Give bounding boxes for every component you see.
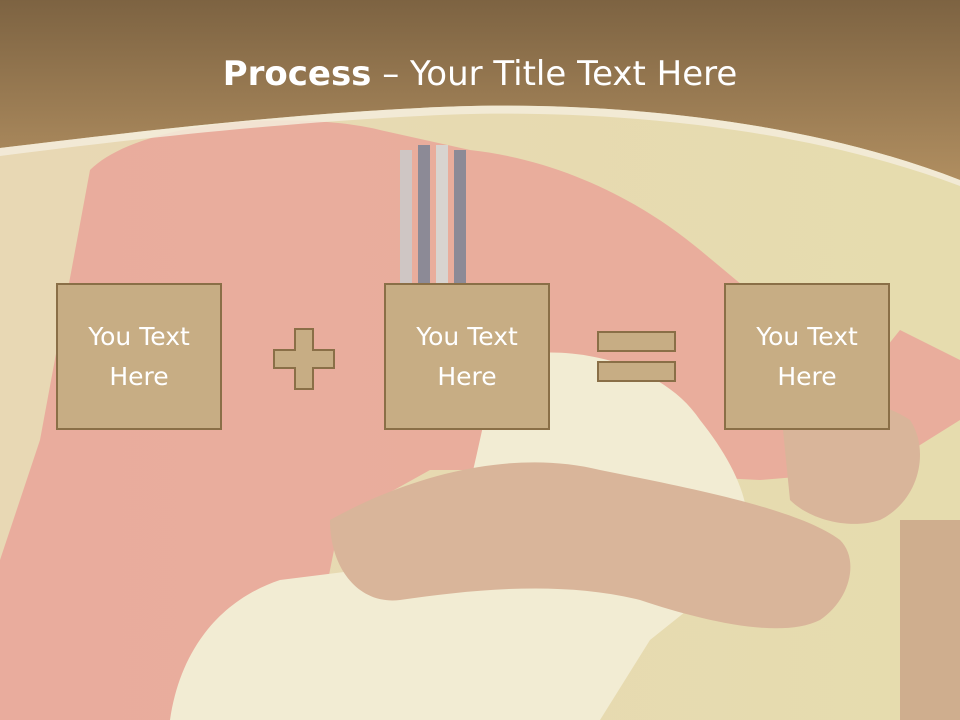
process-box-2-line2: Here	[437, 361, 497, 391]
process-box-3-line1: You Text	[756, 321, 858, 351]
process-box-3-line2: Here	[777, 361, 837, 391]
process-box-2: You Text Here	[384, 283, 550, 430]
header-band	[0, 0, 960, 186]
slide-title: Process – Your Title Text Here	[0, 52, 960, 96]
process-box-1-line2: Here	[109, 361, 169, 391]
process-box-1-line1: You Text	[88, 321, 190, 351]
equals-icon	[597, 331, 676, 382]
process-box-2-line1: You Text	[416, 321, 518, 351]
process-box-1: You Text Here	[56, 283, 222, 430]
process-box-3: You Text Here	[724, 283, 890, 430]
plus-icon	[273, 328, 335, 390]
title-bold: Process	[222, 54, 372, 94]
title-rest: – Your Title Text Here	[371, 54, 738, 94]
